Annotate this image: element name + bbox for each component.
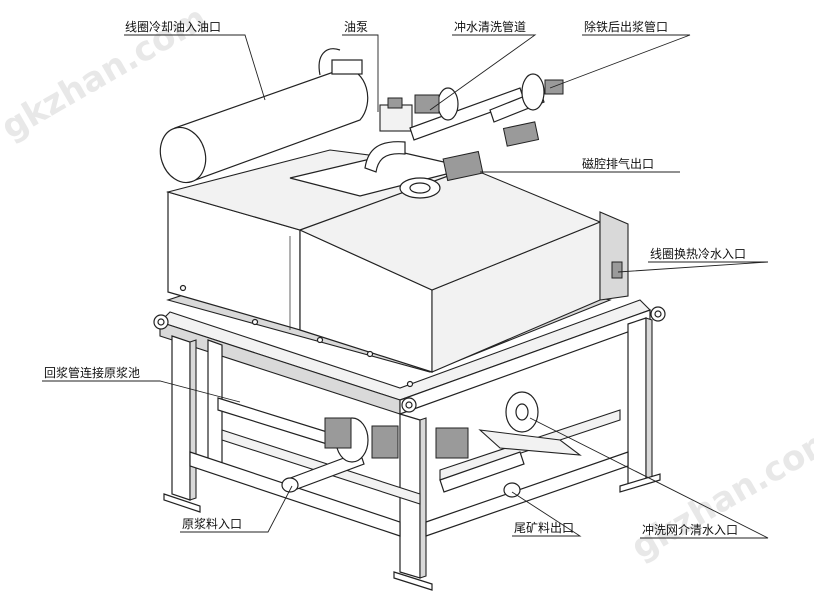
label-iron-removal-outlet: 除铁后出浆管口 xyxy=(584,19,668,34)
oil-tank-cap xyxy=(332,60,362,74)
label-exhaust-outlet: 磁腔排气出口 xyxy=(582,156,654,171)
label-flush-water-inlet: 冲洗网介清水入口 xyxy=(642,522,738,537)
outlet-valve-actuator xyxy=(503,122,538,146)
label-oil-pump: 油泵 xyxy=(344,20,368,34)
watermark-bottom-right: gkzhan.com xyxy=(625,418,814,568)
leader-outlet xyxy=(550,35,690,88)
bolt xyxy=(408,382,413,387)
bolt xyxy=(368,352,373,357)
label-coil-oil-inlet: 线圈冷却油入油口 xyxy=(125,20,221,34)
coolant-fitting xyxy=(612,262,622,278)
label-tailings-outlet: 尾矿料出口 xyxy=(514,521,574,535)
top-assembly xyxy=(153,49,470,196)
coolant-box xyxy=(600,212,628,300)
label-flush-pipe: 冲水清洗管道 xyxy=(454,19,526,34)
leg-front-left-side xyxy=(190,340,196,500)
flush-valve-actuator xyxy=(415,95,439,113)
lifting-lug-front-hole xyxy=(406,402,412,408)
bolt xyxy=(181,286,186,291)
lower-valve-left xyxy=(325,418,351,448)
label-coil-coolant-inlet: 线圈换热冷水入口 xyxy=(650,247,746,261)
bolt xyxy=(318,338,323,343)
lower-valve-right xyxy=(372,426,398,458)
leg-front-left xyxy=(172,336,190,500)
lifting-lug-left-hole xyxy=(158,319,164,325)
oil-pump-head xyxy=(388,98,402,108)
outlet-flange xyxy=(522,74,544,110)
water-inlet-bore xyxy=(516,404,528,420)
tailings-pipe-end xyxy=(504,483,520,497)
flush-valve-flange xyxy=(438,88,458,120)
leg-front-right xyxy=(628,318,646,486)
leg-front-right-side xyxy=(646,318,652,482)
leader-coolant xyxy=(618,262,768,272)
center-flange-bore xyxy=(410,183,430,193)
oil-pump xyxy=(380,105,412,131)
label-return-pipe: 回浆管连接原浆池 xyxy=(44,365,140,380)
lifting-lug-right-hole xyxy=(655,311,661,317)
lower-valve-actuator xyxy=(436,428,468,458)
bolt xyxy=(253,320,258,325)
label-feed-inlet: 原浆料入口 xyxy=(182,516,242,531)
outlet-coupling xyxy=(545,80,563,94)
leg-front-center-side xyxy=(420,418,426,578)
